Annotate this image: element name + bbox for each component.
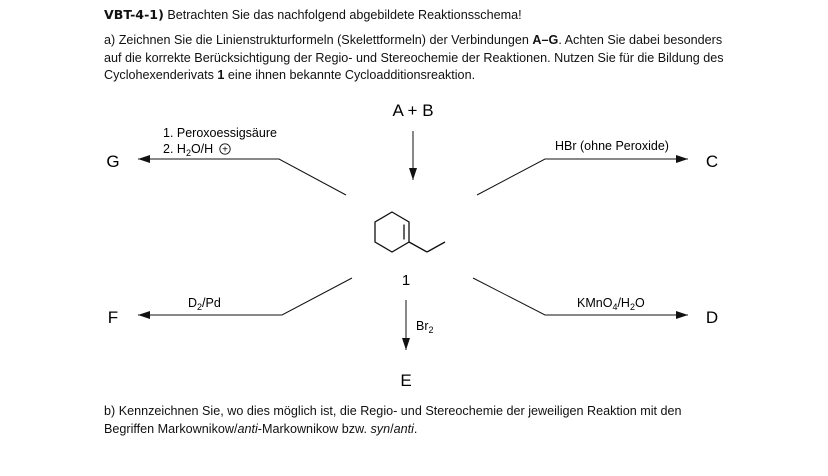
svg-text:+: + — [222, 145, 228, 156]
arrow-to-F — [138, 277, 353, 319]
part-b-anti-2: anti — [393, 421, 414, 436]
part-b-syn: syn — [370, 421, 391, 436]
part-a-middle: . Achten Sie dabei besonders auf die kor… — [104, 33, 724, 82]
reagent-C: HBr (ohne Peroxide) — [555, 139, 669, 153]
reagent-E: Br2 — [416, 319, 434, 335]
part-a-compounds: A–G — [532, 33, 559, 47]
reagent-F: D2/Pd — [188, 296, 221, 312]
product-F: F — [108, 308, 118, 327]
reagent-G-step1: 1. Peroxoessigsäure — [163, 126, 277, 140]
product-C: C — [706, 152, 718, 171]
product-D: D — [706, 308, 718, 327]
part-b-middle: -Markownikow bzw. — [257, 421, 371, 436]
task-title-text: Betrachten Sie das nachfolgend abgebilde… — [163, 8, 522, 22]
part-b-suffix: . — [413, 421, 418, 436]
part-a-prefix: a) Zeichnen Sie die Linienstrukturformel… — [104, 33, 533, 47]
charge-plus-icon: + — [219, 143, 231, 156]
arrow-to-G — [138, 155, 347, 196]
compound-1-label: 1 — [402, 272, 410, 289]
product-E: E — [400, 371, 411, 390]
part-b-paragraph: b) Kennzeichnen Sie, wo dies möglich ist… — [104, 403, 728, 438]
product-G: G — [106, 152, 119, 171]
task-title: VBT-4-1) Betrachten Sie das nachfolgend … — [104, 6, 728, 25]
part-a-compound-number: 1 — [217, 68, 225, 82]
arrow-to-C — [476, 155, 688, 196]
part-b-slash: / — [390, 421, 394, 436]
part-a-paragraph: a) Zeichnen Sie die Linienstrukturformel… — [104, 32, 728, 85]
part-a-suffix: eine ihnen bekannte Cycloadditionsreakti… — [224, 68, 476, 82]
part-b-anti-1: anti — [237, 421, 258, 436]
reagent-D: KMnO4/H2O — [577, 296, 645, 312]
task-id: VBT-4-1) — [104, 7, 164, 22]
cyclohexene-structure — [374, 211, 446, 253]
arrow-to-D — [472, 277, 688, 319]
reagent-G-step2: 2. H2O/H — [163, 142, 213, 158]
top-reactants-label: A + B — [392, 101, 433, 120]
part-b-prefix: b) Kennzeichnen Sie, wo dies möglich ist… — [104, 404, 682, 436]
